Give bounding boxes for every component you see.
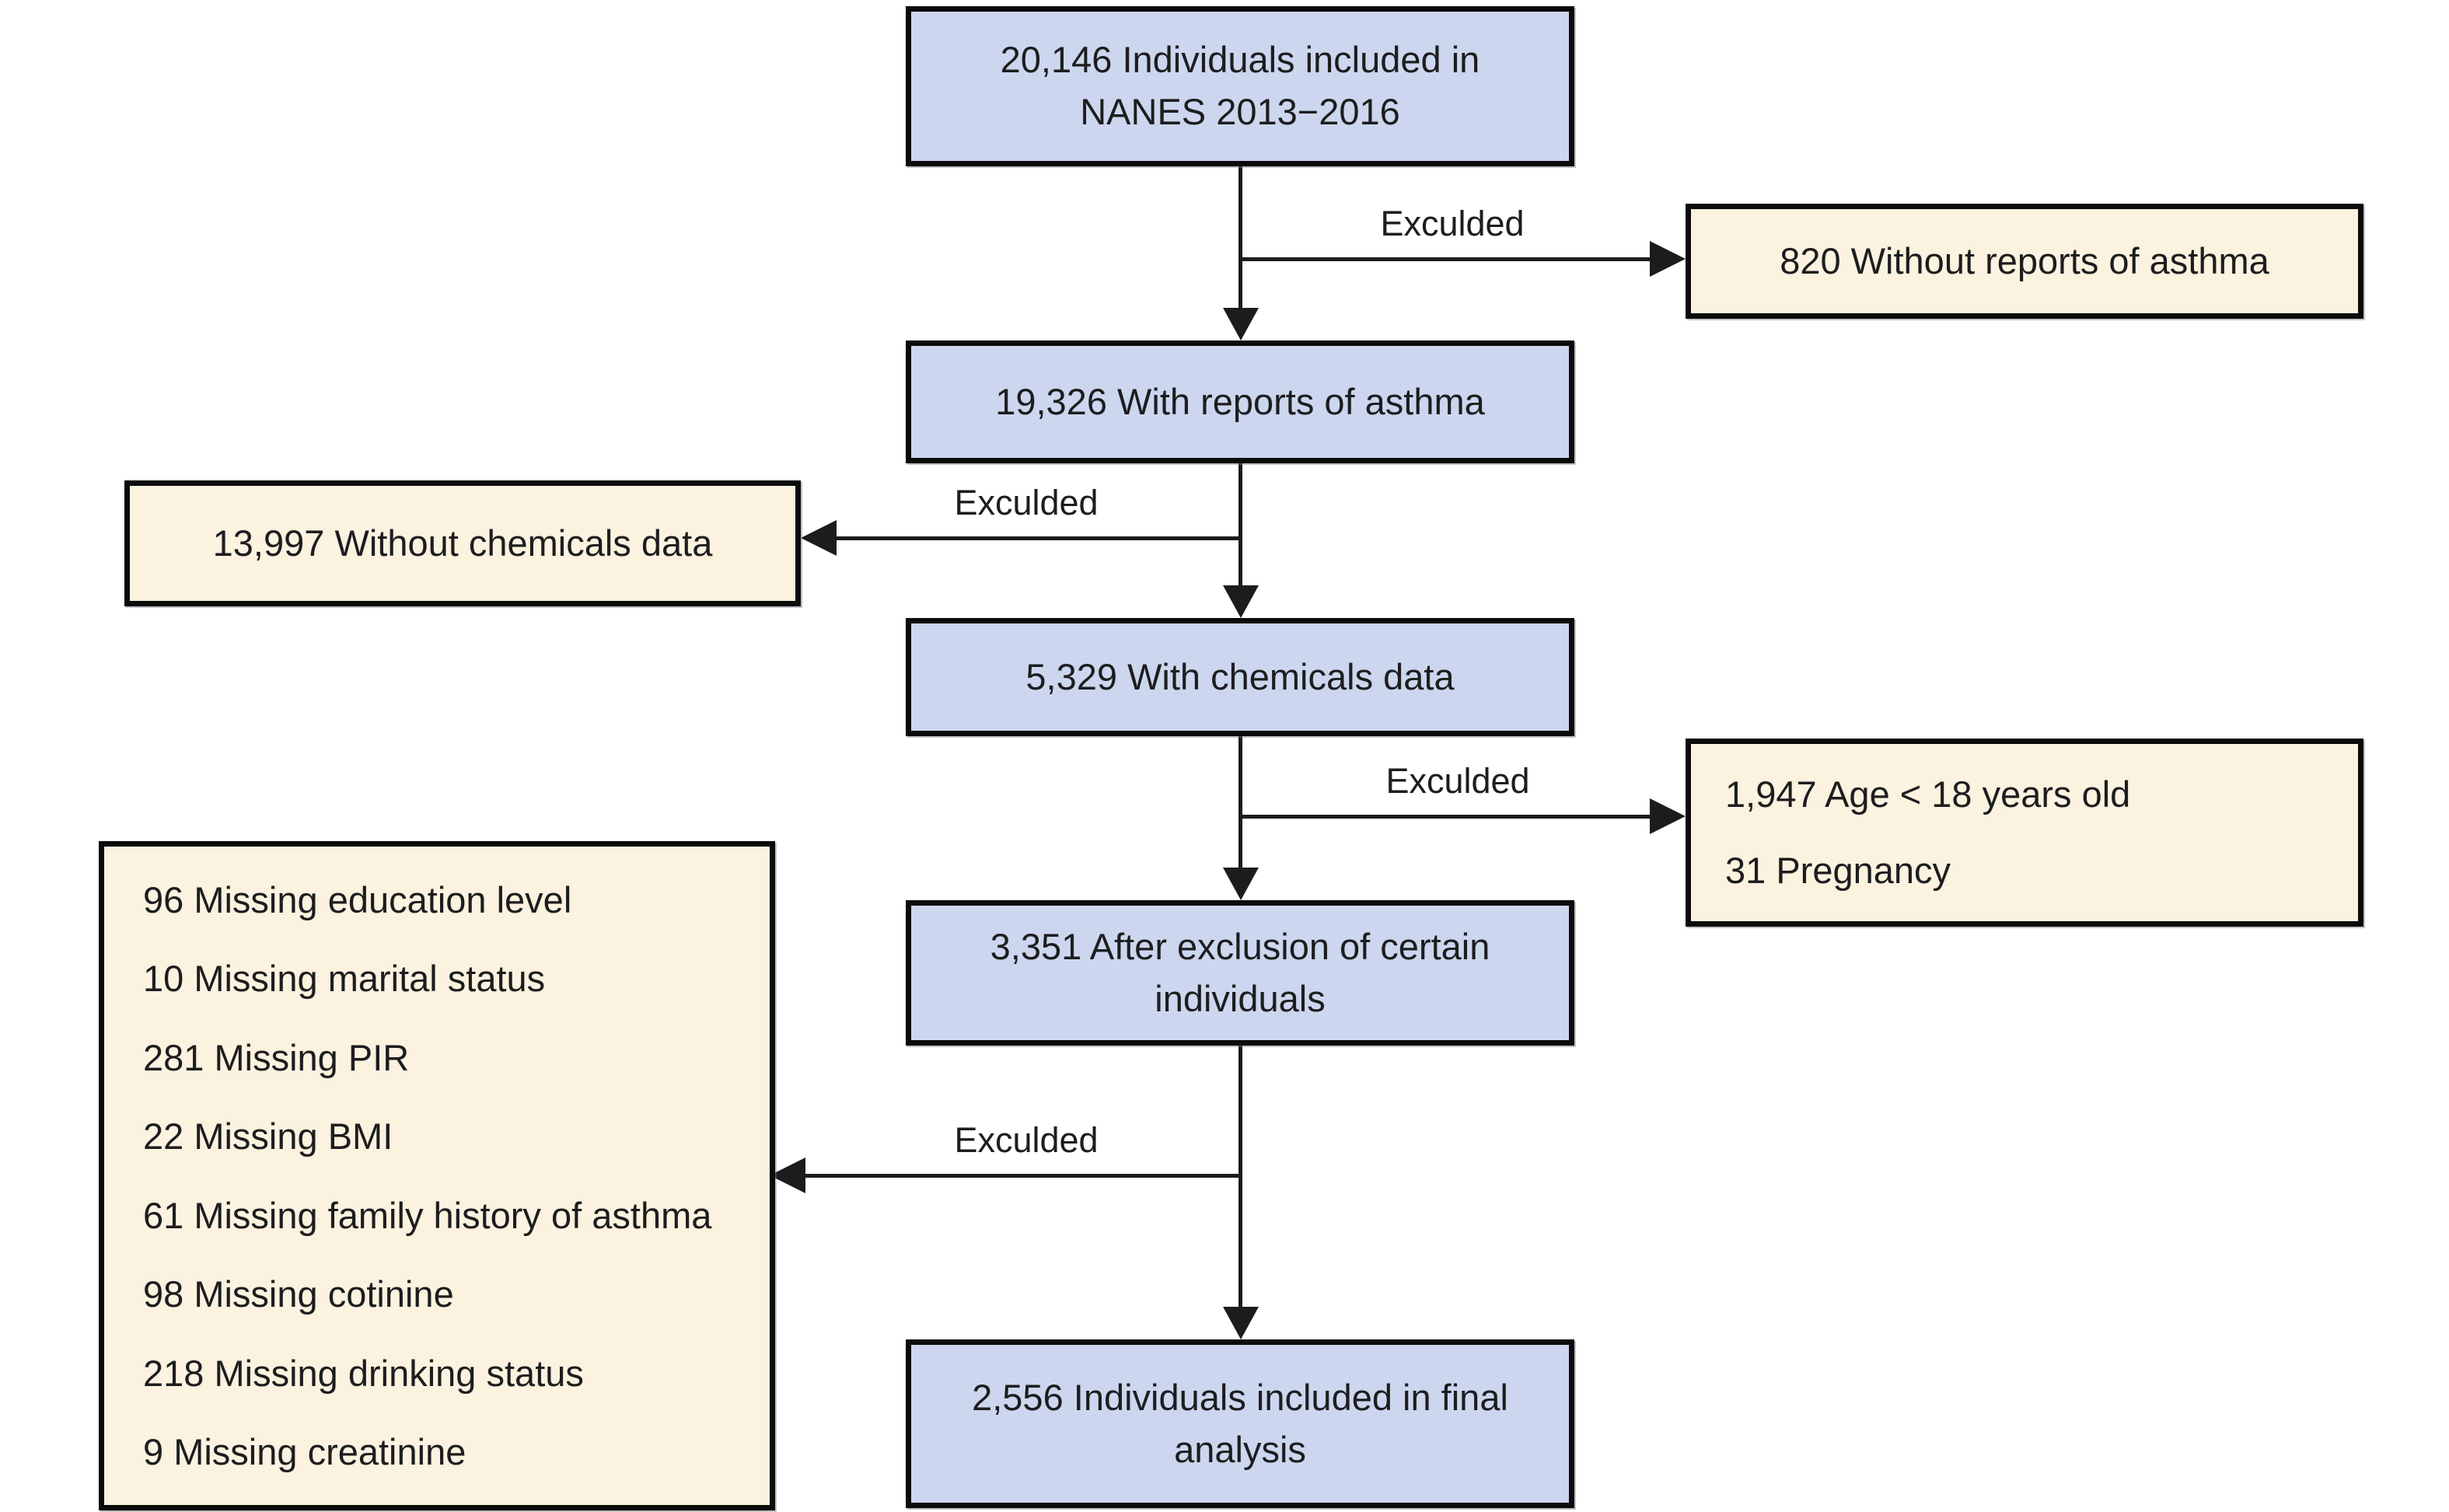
connector-excluded-2: [836, 536, 1240, 540]
connector-excluded-4: [805, 1174, 1240, 1178]
missing-item: 9 Missing creatinine: [143, 1431, 466, 1473]
missing-item: 98 Missing cotinine: [143, 1273, 454, 1315]
excluded-label-2: Exculded: [954, 483, 1099, 522]
node-included-nhanes: 20,146 Individuals included in NANES 201…: [906, 6, 1574, 166]
arrowhead-down-4-icon: [1223, 1307, 1259, 1339]
missing-item: 10 Missing marital status: [143, 958, 546, 1000]
connector-down-3: [1238, 736, 1242, 869]
missing-item: 61 Missing family history of asthma: [143, 1194, 712, 1236]
node-text: analysis: [1174, 1428, 1306, 1470]
arrowhead-left-2-icon: [801, 520, 837, 556]
node-with-asthma-reports: 19,326 With reports of asthma: [906, 340, 1574, 463]
missing-item: 96 Missing education level: [143, 879, 572, 920]
missing-item: 218 Missing drinking status: [143, 1352, 584, 1394]
node-text: 20,146 Individuals included in: [1000, 39, 1480, 81]
excluded-label-4: Exculded: [954, 1120, 1099, 1160]
excluded-label-1: Exculded: [1380, 204, 1525, 243]
connector-excluded-3: [1240, 815, 1651, 819]
arrowhead-left-4-icon: [770, 1158, 805, 1193]
node-text: 3,351 After exclusion of certain: [990, 925, 1490, 967]
missing-item: 281 Missing PIR: [143, 1036, 410, 1078]
exclusion-text: 1,947 Age < 18 years old: [1725, 773, 2131, 815]
node-after-exclusion: 3,351 After exclusion of certain individ…: [906, 900, 1574, 1046]
arrowhead-down-3-icon: [1223, 868, 1259, 900]
missing-item: 22 Missing BMI: [143, 1116, 393, 1158]
connector-excluded-1: [1240, 257, 1651, 261]
exclusion-age-pregnancy: 1,947 Age < 18 years old 31 Pregnancy: [1686, 739, 2363, 927]
connector-down-4: [1238, 1046, 1242, 1308]
node-text: 5,329 With chemicals data: [1025, 655, 1455, 697]
exclusion-text: 31 Pregnancy: [1725, 849, 1951, 891]
connector-down-1: [1238, 166, 1242, 309]
arrowhead-right-3-icon: [1650, 798, 1686, 834]
node-with-chemicals-data: 5,329 With chemicals data: [906, 618, 1574, 736]
node-text: individuals: [1155, 977, 1326, 1019]
exclusion-no-asthma-reports: 820 Without reports of asthma: [1686, 204, 2363, 319]
arrowhead-down-2-icon: [1223, 585, 1259, 618]
node-text: NANES 2013−2016: [1080, 91, 1400, 132]
node-final-analysis: 2,556 Individuals included in final anal…: [906, 1339, 1574, 1508]
excluded-label-3: Exculded: [1385, 761, 1530, 801]
exclusion-text: 820 Without reports of asthma: [1780, 239, 2269, 281]
node-text: 2,556 Individuals included in final: [972, 1376, 1508, 1418]
node-text: 19,326 With reports of asthma: [995, 380, 1485, 422]
exclusion-missing-covariates: 96 Missing education level 10 Missing ma…: [99, 841, 775, 1510]
exclusion-text: 13,997 Without chemicals data: [212, 522, 713, 564]
arrowhead-down-1-icon: [1223, 308, 1259, 340]
connector-down-2: [1238, 463, 1242, 587]
arrowhead-right-1-icon: [1650, 241, 1686, 277]
exclusion-no-chemicals-data: 13,997 Without chemicals data: [124, 480, 801, 606]
